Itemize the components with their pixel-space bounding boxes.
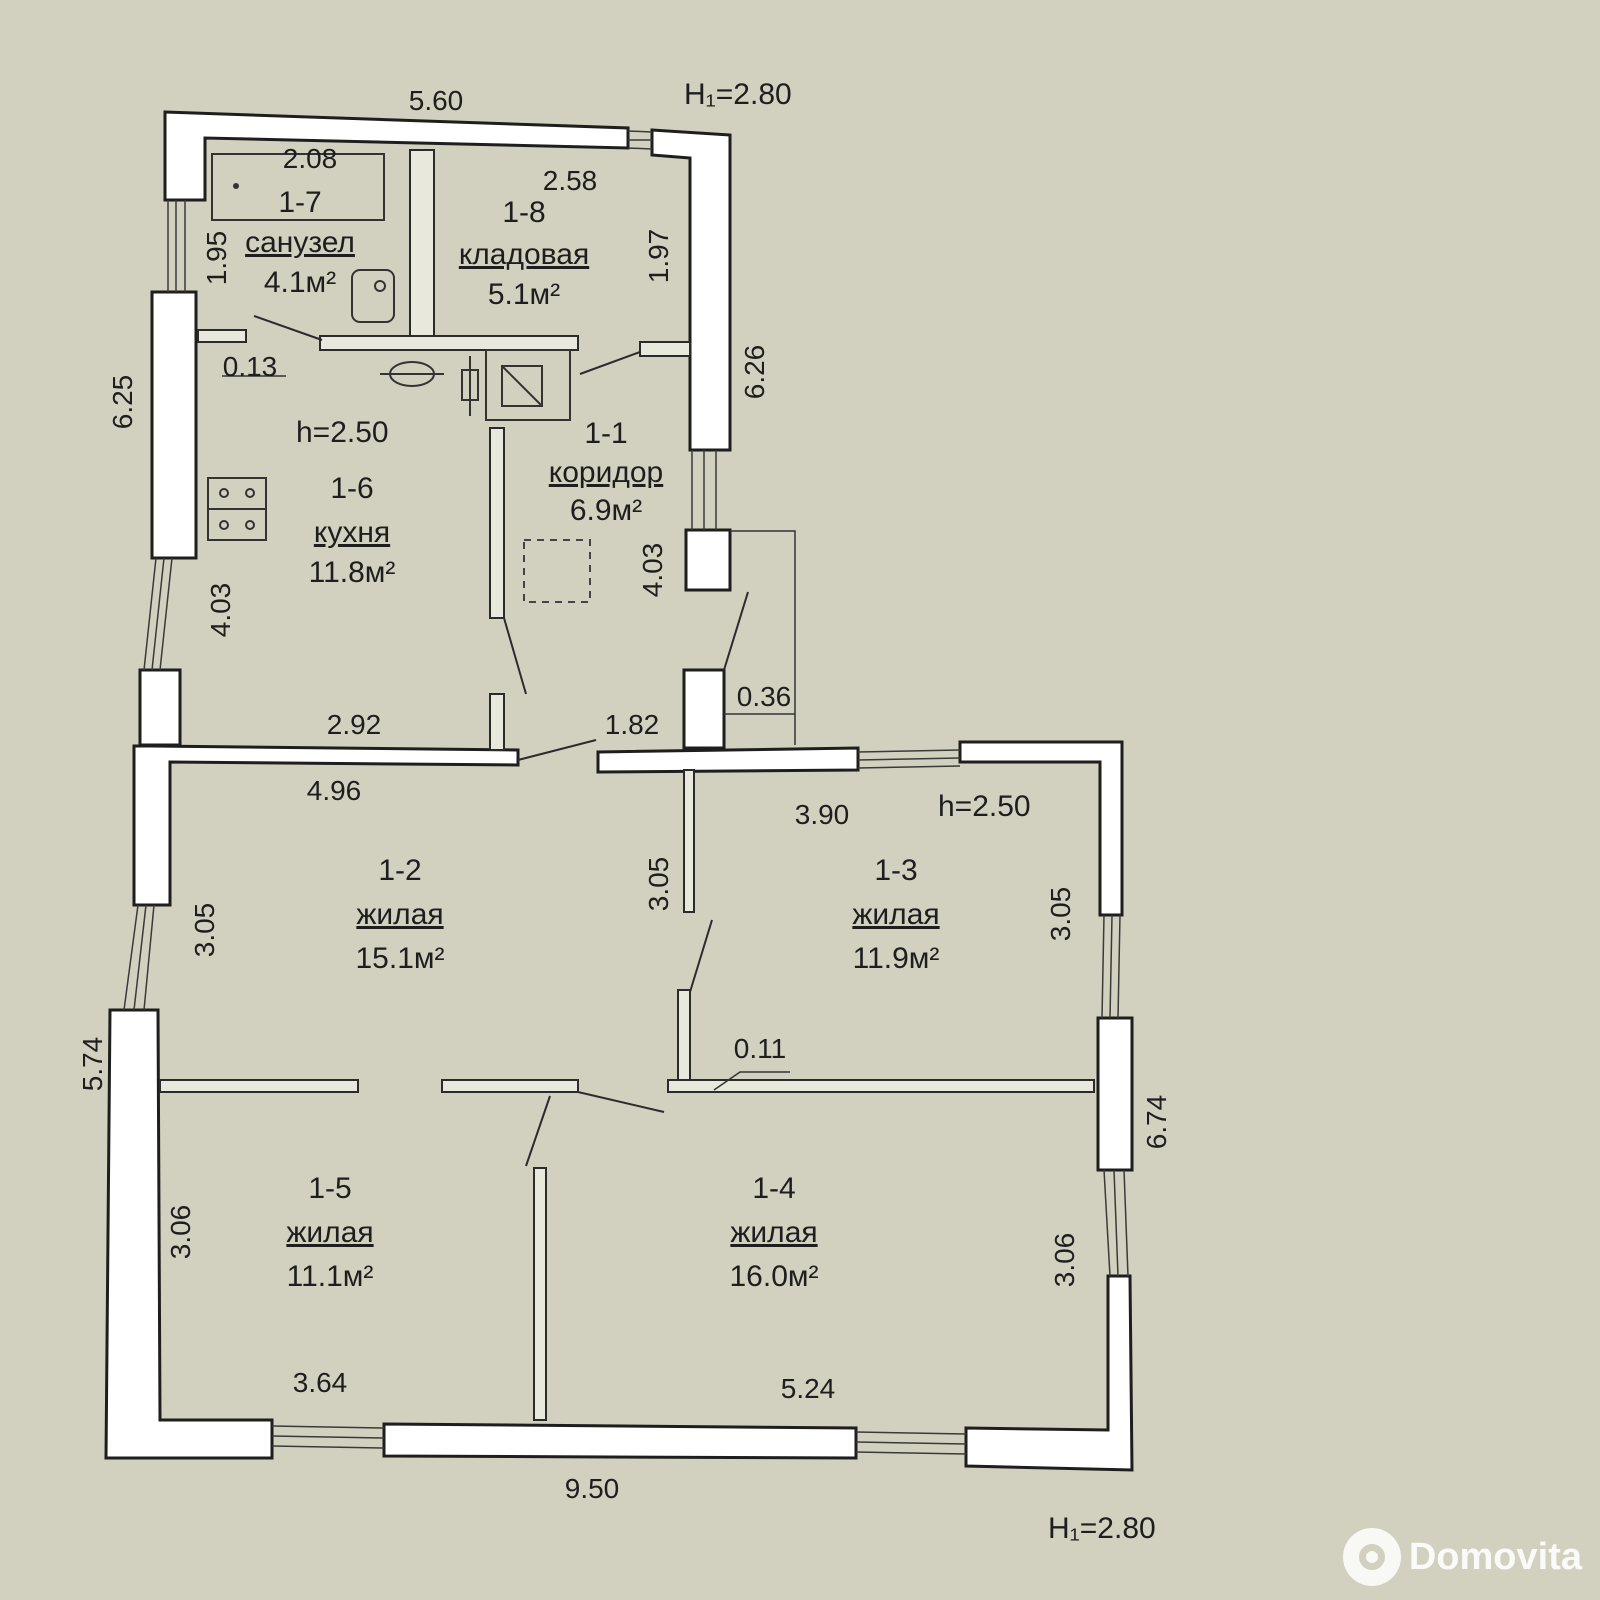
room-name: кухня: [314, 516, 390, 549]
dim-bottom-total: 9.50: [565, 1473, 620, 1504]
dim-corridor-width: 1.82: [605, 709, 660, 740]
room-name: жилая: [852, 898, 939, 931]
dimension-lines: [222, 375, 796, 1091]
room-area: 6.9м²: [570, 494, 642, 527]
dim-bath-width: 2.08: [283, 143, 338, 174]
dim-room-1-2-height: 3.05: [189, 903, 220, 958]
dim-left-lower: 5.74: [77, 1037, 108, 1092]
toilet-icon: [351, 269, 395, 323]
dim-kitchen-width: 2.92: [327, 709, 382, 740]
room-id: 1-4: [752, 1172, 795, 1205]
room-1-4: 1-4 жилая 16.0м²: [729, 1172, 818, 1293]
partitions: [159, 149, 1095, 1421]
room-id: 1-6: [330, 472, 373, 505]
cooktop-icon: [207, 477, 267, 541]
dim-room-1-5-width: 3.64: [293, 1367, 348, 1398]
room-1-3: 1-3 жилая 11.9м²: [852, 854, 939, 975]
room-name: жилая: [356, 898, 443, 931]
height-kitchen: h=2.50: [296, 416, 389, 449]
room-name: жилая: [730, 1216, 817, 1249]
dim-wall-011: 0.11: [734, 1033, 786, 1064]
room-name: коридор: [549, 456, 663, 489]
dim-room-1-4-height: 3.06: [1049, 1233, 1080, 1288]
dimension-labels: 5.60 2.08 1.95 2.58 1.97 6.26 6.25 0.13 …: [77, 85, 1172, 1504]
dim-room-1-2-width: 4.96: [307, 775, 362, 806]
room-area: 11.1м²: [287, 1260, 374, 1293]
dim-room-1-4-width: 5.24: [781, 1373, 836, 1404]
room-id: 1-7: [278, 186, 321, 219]
dim-room-1-3-width: 3.90: [795, 799, 850, 830]
drain-icon: [233, 183, 239, 189]
dim-top-total: 5.60: [409, 85, 464, 116]
room-1-7: 1-7 санузел 4.1м²: [245, 186, 355, 299]
stove-chimney-icon: [485, 349, 571, 421]
sink-icon: [380, 361, 444, 387]
dim-pantry-height: 1.97: [643, 229, 674, 284]
room-id: 1-2: [378, 854, 421, 887]
windows: [123, 130, 1129, 1455]
height-bottom: H₁=2.80: [1048, 1512, 1156, 1545]
room-name: кладовая: [459, 238, 589, 271]
dim-left-upper: 6.25: [107, 375, 138, 430]
dim-right-upper: 6.26: [739, 345, 770, 400]
fixtures: [207, 153, 591, 603]
dim-pantry-width: 2.58: [543, 165, 598, 196]
watermark-text: Domovita: [1408, 1535, 1582, 1578]
room-1-2: 1-2 жилая 15.1м²: [355, 854, 444, 975]
room-1-6: 1-6 кухня 11.8м²: [309, 472, 396, 589]
room-area: 16.0м²: [729, 1260, 818, 1293]
room-id: 1-1: [584, 417, 627, 450]
water-heater-icon: [461, 356, 479, 416]
domovita-logo-icon: [1342, 1528, 1401, 1586]
watermark-logo: Domovita: [1342, 1528, 1582, 1586]
dim-corridor-height: 4.03: [637, 543, 668, 598]
room-id: 1-5: [308, 1172, 351, 1205]
room-area: 5.1м²: [488, 278, 560, 311]
room-1-5: 1-5 жилая 11.1м²: [286, 1172, 373, 1293]
room-name: санузел: [245, 226, 355, 259]
room-labels: 1-1 коридор 6.9м² 1-2 жилая 15.1м² 1-3 ж…: [245, 186, 940, 1293]
dim-wall-036: 0.36: [737, 681, 792, 712]
dim-wall-013: 0.13: [223, 351, 278, 382]
room-1-8: 1-8 кладовая 5.1м²: [459, 196, 589, 311]
room-name: жилая: [286, 1216, 373, 1249]
room-area: 4.1м²: [264, 266, 336, 299]
room-id: 1-8: [502, 196, 545, 229]
doors: [253, 315, 749, 1167]
dim-bath-height: 1.95: [201, 231, 232, 286]
exterior-walls: [104, 110, 1134, 1472]
room-area: 15.1м²: [355, 942, 444, 975]
dim-room-1-5-height: 3.06: [165, 1205, 196, 1260]
height-room-1-3: h=2.50: [938, 790, 1031, 823]
room-area: 11.9м²: [853, 942, 940, 975]
room-1-1: 1-1 коридор 6.9м²: [549, 417, 663, 527]
dim-kitchen-height: 4.03: [205, 583, 236, 638]
dim-room-1-3-right: 3.05: [1045, 887, 1076, 942]
dim-right-lower: 6.74: [1141, 1095, 1172, 1150]
room-area: 11.8м²: [309, 556, 396, 589]
room-id: 1-3: [874, 854, 917, 887]
height-labels: H₁=2.80 H₁=2.80 h=2.50 h=2.50: [296, 78, 1156, 1545]
floor-hatch-icon: [523, 539, 591, 603]
height-top: H₁=2.80: [684, 78, 792, 111]
dim-room-1-3-left: 3.05: [643, 857, 674, 912]
bathtub-icon: [211, 153, 385, 221]
